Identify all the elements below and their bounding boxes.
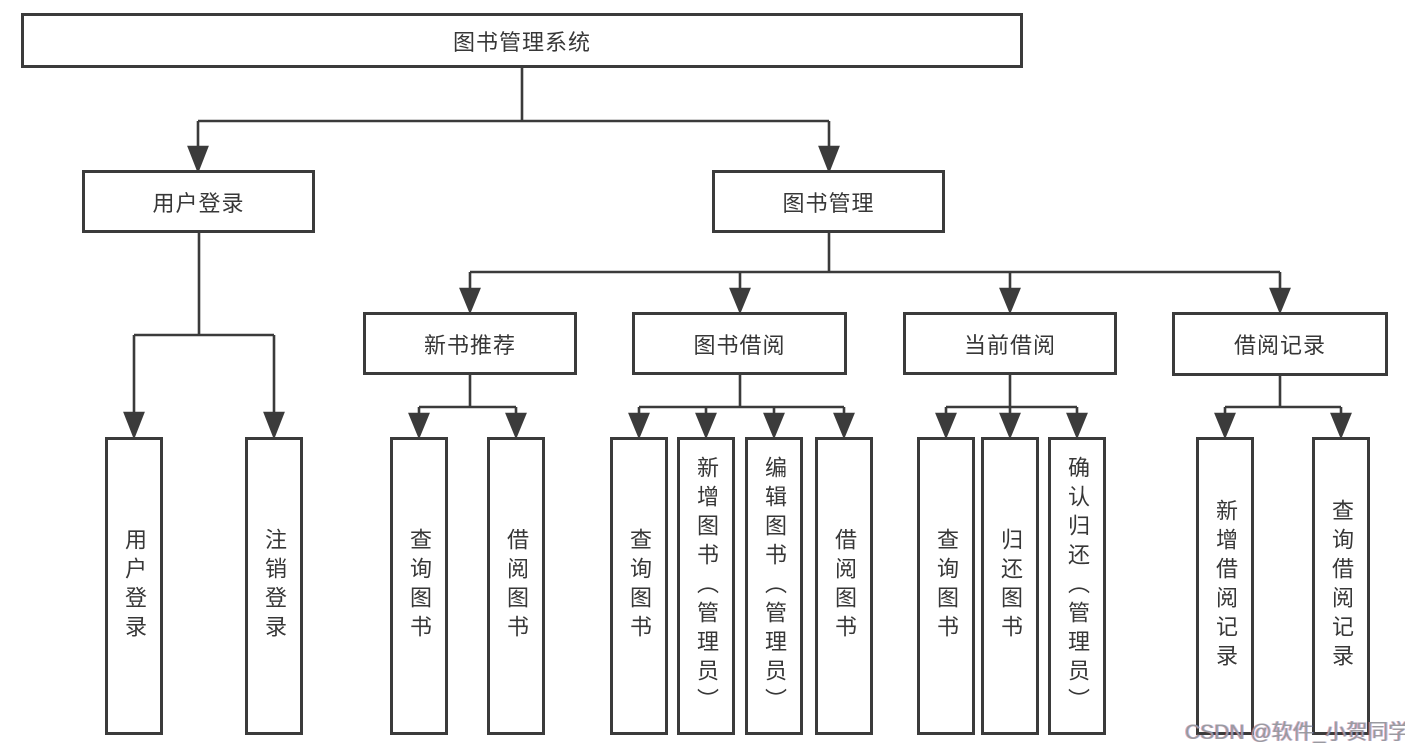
leaf-label: 注销登录	[262, 528, 287, 644]
node-new-book-recommend: 新书推荐	[363, 312, 577, 375]
leaf-add-books-admin: 新增图书（管理员）	[677, 437, 735, 735]
leaf-label: 借阅图书	[504, 528, 529, 644]
leaf-user-login: 用户登录	[105, 437, 163, 735]
leaf-label: 新增图书（管理员）	[694, 455, 719, 717]
leaf-logout: 注销登录	[245, 437, 303, 735]
connector-records-to-leaves	[1214, 376, 1352, 440]
leaf-label: 用户登录	[122, 528, 147, 644]
node-user-login: 用户登录	[82, 170, 315, 233]
leaf-borrow-books: 借阅图书	[815, 437, 873, 735]
leaf-query-books-current: 查询图书	[917, 437, 975, 735]
leaf-query-books-recommend: 查询图书	[390, 437, 448, 735]
connector-current-borrow-to-leaves	[935, 375, 1088, 440]
leaf-label: 查询借阅记录	[1329, 499, 1354, 673]
leaf-label: 确认归还（管理员）	[1065, 455, 1090, 717]
node-library-management-system: 图书管理系统	[21, 13, 1023, 68]
leaf-query-books-borrowing: 查询图书	[610, 437, 668, 735]
leaf-borrow-books-recommend: 借阅图书	[487, 437, 545, 735]
leaf-edit-books-admin: 编辑图书（管理员）	[745, 437, 803, 735]
leaf-label: 归还图书	[998, 528, 1023, 644]
node-label: 新书推荐	[423, 332, 516, 358]
csdn-watermark: CSDN @软件_小贺同学	[1185, 721, 1405, 744]
connector-new-books-to-leaves	[408, 375, 527, 440]
leaf-label: 借阅图书	[832, 528, 857, 644]
node-book-management: 图书管理	[712, 170, 945, 233]
leaf-label: 新增借阅记录	[1213, 499, 1238, 673]
leaf-return-books: 归还图书	[981, 437, 1039, 735]
connector-user-login-to-leaves	[123, 233, 285, 440]
node-label: 图书管理	[782, 190, 875, 216]
node-label: 图书管理系统	[452, 29, 591, 55]
connector-book-mgmt-to-level3	[459, 233, 1291, 315]
leaf-label: 查询图书	[407, 528, 432, 644]
node-label: 图书借阅	[693, 332, 786, 358]
leaf-label: 查询图书	[627, 528, 652, 644]
node-borrowing-records: 借阅记录	[1172, 312, 1388, 376]
node-label: 当前借阅	[963, 332, 1056, 358]
leaf-label: 编辑图书（管理员）	[762, 455, 787, 717]
node-book-borrowing: 图书借阅	[632, 312, 847, 375]
leaf-query-borrow-record: 查询借阅记录	[1312, 437, 1370, 735]
leaf-add-borrow-record: 新增借阅记录	[1196, 437, 1254, 735]
node-label: 借阅记录	[1233, 333, 1326, 358]
connector-book-borrow-to-leaves	[628, 375, 855, 440]
leaf-label: 查询图书	[934, 528, 959, 644]
leaf-confirm-return-admin: 确认归还（管理员）	[1048, 437, 1106, 735]
node-label: 用户登录	[152, 190, 245, 216]
connector-root-to-level2	[187, 68, 840, 174]
node-current-borrowing: 当前借阅	[903, 312, 1117, 375]
